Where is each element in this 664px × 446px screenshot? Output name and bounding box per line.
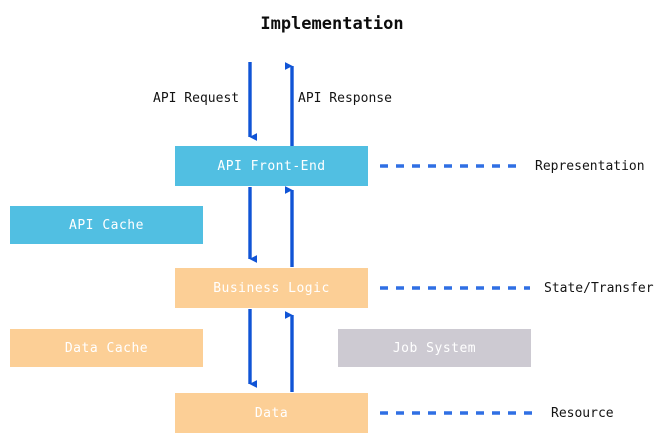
node-data-cache[interactable]: Data Cache <box>10 329 203 367</box>
node-data[interactable]: Data <box>175 393 368 433</box>
side-label-representation: Representation <box>535 159 645 174</box>
side-label-resource: Resource <box>551 406 614 421</box>
edge-label-api-response: API Response <box>298 91 392 106</box>
node-business-logic[interactable]: Business Logic <box>175 268 368 308</box>
node-api-cache[interactable]: API Cache <box>10 206 203 244</box>
node-api-frontend[interactable]: API Front-End <box>175 146 368 186</box>
node-job-system[interactable]: Job System <box>338 329 531 367</box>
page-title: Implementation <box>260 14 404 34</box>
side-label-state-transfer: State/Transfer <box>544 281 654 296</box>
edge-label-api-request: API Request <box>153 91 240 106</box>
